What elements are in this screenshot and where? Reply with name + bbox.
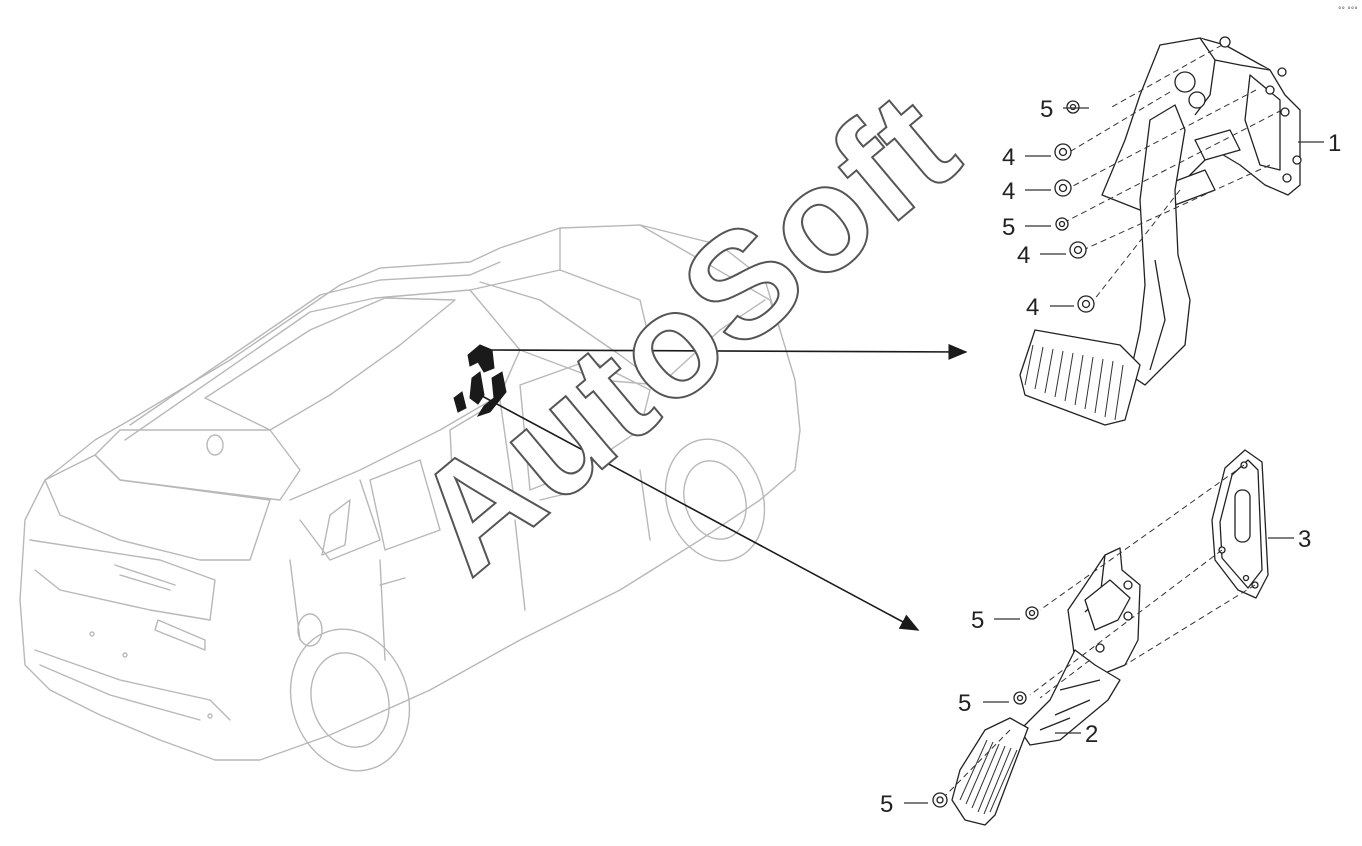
nut-icon — [932, 792, 948, 808]
nut-icon — [1055, 217, 1069, 231]
accelerator-nuts — [932, 606, 1039, 808]
callout-numbers: 5 4 4 5 4 4 1 3 2 5 5 5 — [880, 96, 1341, 818]
nut-icon — [1066, 100, 1080, 114]
nut-icon — [1054, 179, 1072, 197]
callout-nut-4c: 4 — [1017, 242, 1030, 269]
nut-icon — [1054, 143, 1072, 161]
callout-leaders — [904, 107, 1324, 804]
nut-icon — [1025, 606, 1039, 620]
arrow-to-brake-pedal — [491, 343, 968, 360]
callout-nut-5e: 5 — [880, 791, 893, 818]
callout-nut-4d: 4 — [1026, 294, 1039, 321]
brake-pedal-assembly — [1019, 36, 1302, 426]
callout-nut-5c: 5 — [971, 607, 984, 634]
callout-nut-4a: 4 — [1002, 144, 1015, 171]
arrow-to-accelerator-pedal — [481, 395, 920, 631]
brake-nuts — [1054, 100, 1095, 313]
callout-nut-4b: 4 — [1002, 178, 1015, 205]
callout-nut-5d: 5 — [958, 690, 971, 717]
nut-icon — [1069, 241, 1087, 259]
callout-accelerator-pedal: 2 — [1085, 721, 1098, 748]
callout-brake-pedal-assembly: 1 — [1328, 130, 1341, 157]
callout-nut-5a: 5 — [1040, 96, 1053, 123]
corner-mark: °° °°° — [1338, 6, 1358, 14]
callout-nut-5b: 5 — [1002, 214, 1015, 241]
nut-icon — [1013, 691, 1027, 705]
pedal-location-marker — [453, 344, 507, 417]
callout-pedal-bracket-plate: 3 — [1298, 526, 1311, 553]
accelerator-pedal-assembly — [944, 449, 1269, 826]
nut-icon — [1077, 295, 1095, 313]
watermark: AutoSoft — [383, 59, 988, 605]
vehicle-illustration — [19, 224, 801, 772]
